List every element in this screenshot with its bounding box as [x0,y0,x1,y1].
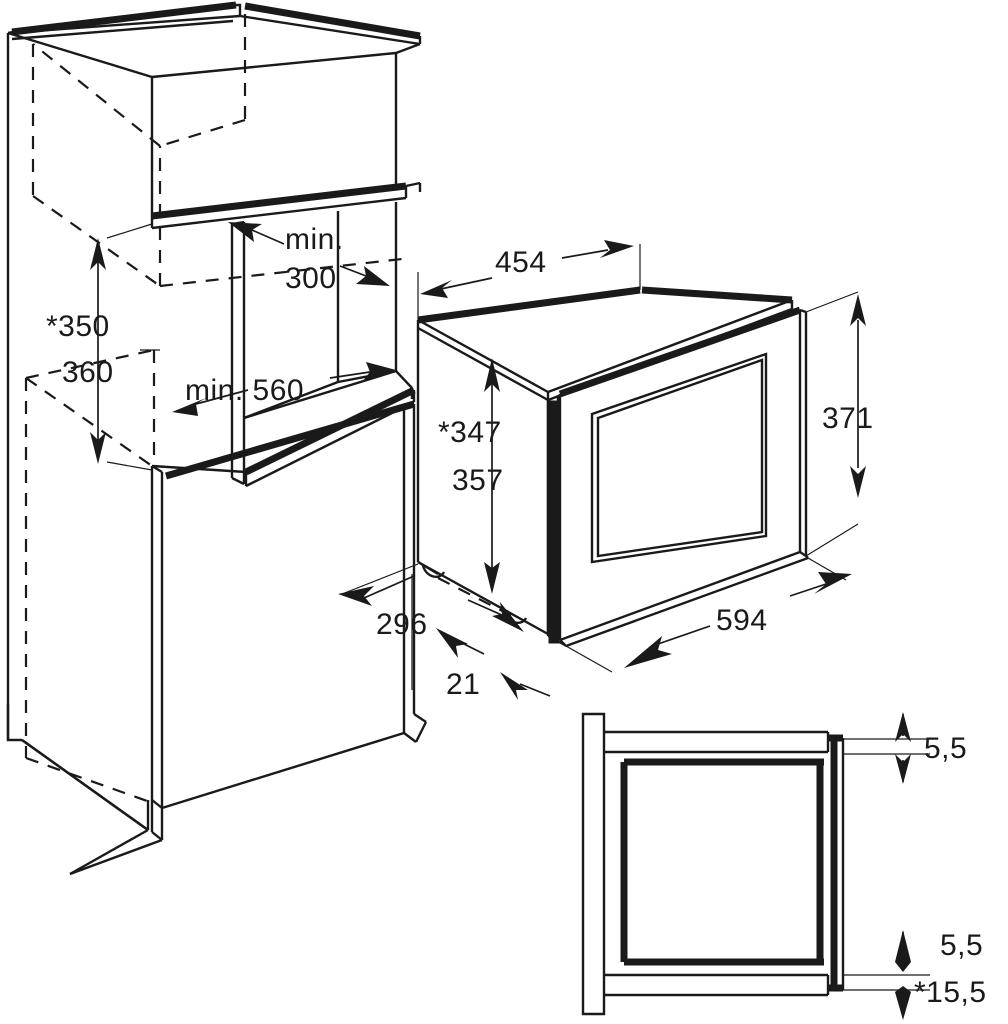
cabinet-hidden-edges-lower [24,348,156,804]
dimension-niche-height: *350 360 [46,238,114,464]
cabinet-top-panel [7,1,422,46]
niche-height-secondary-label: 360 [62,356,114,389]
cabinet-hidden-edges-upper [31,14,403,288]
niche-width-min-label: min. 560 [185,374,304,407]
appliance-view: 454 *347 357 371 594 [338,240,874,701]
niche-depth-min-label-line2: 300 [285,262,337,295]
cabinet-mid-shelf [150,181,422,230]
appliance-front-door [546,306,808,644]
appliance-body-height-primary-label: *347 [438,416,502,449]
dimension-frame-bottom-gaps: 5,5 *15,5 [895,929,987,1020]
frame-detail-bottom-shell [604,973,830,997]
dimension-appliance-body-width: 296 [338,563,549,690]
dimension-niche-width-min: min. 560 [172,362,396,416]
appliance-front-base-rail [547,555,809,648]
appliance-top-panel [416,286,794,402]
frame-detail-view: 5,5 5,5 *15,5 [581,712,987,1020]
cabinet-lower-front-panel [150,400,428,810]
frame-bottom-total-label: *15,5 [914,976,987,1009]
cabinet-plinth [6,704,164,876]
niche-depth-min-label-line1: min. [285,223,344,256]
appliance-depth-label: 454 [495,246,547,279]
appliance-foot-offset-label: 21 [446,668,480,701]
frame-detail-front-trim [827,734,845,992]
appliance-front-height-label: 371 [822,402,874,435]
cabinet-niche-view: *350 360 min. 300 min. 560 [6,1,428,876]
frame-top-gap-label: 5,5 [924,732,967,765]
dimension-frame-top-gap: 5,5 [895,712,967,784]
dimension-appliance-front-width: 594 [565,557,852,673]
appliance-body-width-label: 296 [376,608,428,641]
frame-bottom-gap-label: 5,5 [940,929,983,962]
appliance-body-height-secondary-label: 357 [452,464,504,497]
dimension-appliance-depth: 454 [417,240,641,320]
frame-detail-top-shell [604,730,830,754]
appliance-door-window [590,352,768,564]
frame-detail-cabinet-panel [581,712,606,1016]
frame-detail-witness-lines [843,738,930,991]
dimension-appliance-foot-offset: 21 [436,628,551,701]
cabinet-left-wall [6,28,149,831]
dimension-niche-depth-min: min. 300 [228,222,390,295]
niche-height-primary-label: *350 [46,310,110,343]
niche-height-leader-ticks [106,223,160,471]
frame-detail-inner-cavity [620,758,824,966]
appliance-front-width-label: 594 [716,604,768,637]
dimension-appliance-body-height: *347 357 [438,358,504,594]
dimension-appliance-front-height: 371 [805,291,874,557]
